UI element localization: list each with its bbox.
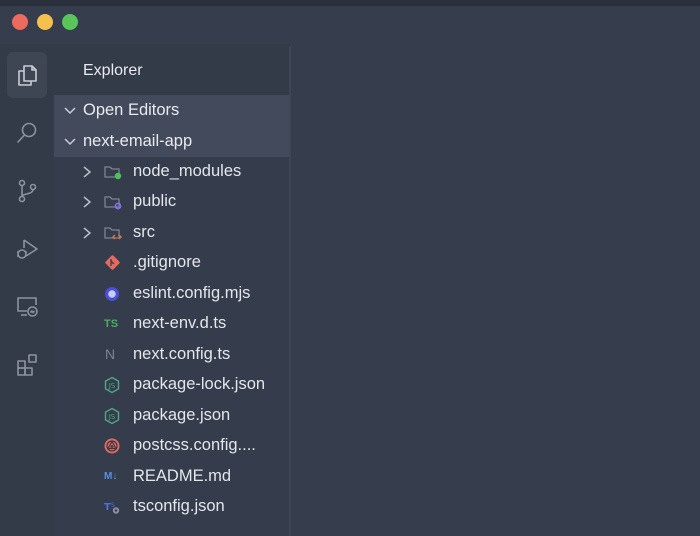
svg-text:S: S: [111, 502, 115, 509]
source-control-icon: [18, 179, 37, 203]
explorer-sidebar: Explorer Open Editors next-email-app: [54, 44, 291, 536]
tree-item-name: README.md: [133, 467, 232, 485]
tsconfig-icon: T S: [104, 502, 120, 514]
tree-item-name: next-env.d.ts: [133, 314, 227, 332]
next-icon: N: [105, 346, 116, 362]
tree-item-folder[interactable]: public: [54, 187, 291, 217]
folder-node-icon: [104, 166, 122, 180]
tree-item-name: next.config.ts: [133, 345, 231, 363]
close-window-button[interactable]: [12, 14, 28, 30]
remote-explorer-icon: [17, 297, 38, 317]
section-project-root[interactable]: next-email-app: [54, 126, 291, 157]
activity-extensions[interactable]: [7, 342, 47, 388]
section-open-editors[interactable]: Open Editors: [54, 95, 291, 126]
tree-item-name: tsconfig.json: [133, 497, 225, 515]
markdown-icon: M↓: [104, 471, 118, 482]
run-debug-icon: [17, 239, 38, 259]
tree-item-folder[interactable]: src: [54, 218, 291, 248]
activity-bar: [0, 44, 54, 536]
svg-text:T: T: [104, 502, 111, 513]
activity-search[interactable]: [7, 110, 47, 156]
tree-item-file[interactable]: JS package.json: [54, 401, 291, 431]
activity-source-control[interactable]: [7, 168, 47, 214]
tree-item-name: node_modules: [133, 162, 242, 180]
nodejs-icon: JS: [104, 376, 120, 394]
sidebar-resize-handle[interactable]: [289, 46, 291, 536]
tree-item-file[interactable]: N next.config.ts: [54, 340, 291, 370]
activity-explorer[interactable]: [7, 52, 47, 98]
section-label: Open Editors: [83, 101, 180, 119]
extensions-icon: [17, 354, 37, 376]
tree-item-file[interactable]: .gitignore: [54, 248, 291, 278]
svg-text:JS: JS: [108, 413, 116, 421]
sidebar-title: Explorer: [83, 62, 143, 79]
editor-area[interactable]: [291, 44, 700, 536]
sidebar-header: Explorer: [54, 44, 291, 95]
traffic-lights: [12, 14, 78, 30]
tree-item-file[interactable]: M↓ README.md: [54, 462, 291, 492]
tree-item-name: postcss.config....: [133, 436, 256, 454]
tree-item-folder[interactable]: node_modules: [54, 157, 291, 187]
chevron-right-icon: [83, 166, 92, 178]
minimize-window-button[interactable]: [37, 14, 53, 30]
tree-item-name: package.json: [133, 406, 231, 424]
tree-item-name: eslint.config.mjs: [133, 284, 251, 302]
activity-run-debug[interactable]: [7, 226, 47, 272]
eslint-icon: [105, 287, 119, 301]
window-top-edge: [0, 0, 700, 6]
maximize-window-button[interactable]: [62, 14, 78, 30]
tree-item-file[interactable]: postcss.config....: [54, 431, 291, 461]
tree-item-file[interactable]: JS package-lock.json: [54, 370, 291, 400]
chevron-right-icon: [83, 227, 92, 239]
tree-item-file[interactable]: T S tsconfig.json: [54, 492, 291, 522]
chevron-right-icon: [83, 196, 92, 208]
folder-public-icon: [104, 196, 122, 210]
tree-item-name: .gitignore: [133, 253, 201, 271]
section-label: next-email-app: [83, 132, 193, 150]
chevron-down-icon: [64, 107, 76, 115]
tree-item-name: src: [133, 223, 155, 241]
files-icon: [18, 65, 37, 86]
typescript-icon: TS: [104, 318, 119, 330]
activity-remote-explorer[interactable]: [7, 284, 47, 330]
chevron-down-icon: [64, 138, 76, 146]
search-icon: [17, 122, 37, 143]
tree-item-name: public: [133, 192, 177, 210]
nodejs-icon: JS: [104, 407, 120, 425]
tree-item-name: package-lock.json: [133, 375, 266, 393]
folder-src-icon: [104, 227, 123, 240]
postcss-icon: [104, 438, 120, 454]
tree-item-file[interactable]: TS next-env.d.ts: [54, 309, 291, 339]
git-icon: [105, 255, 120, 270]
tree-item-file[interactable]: eslint.config.mjs: [54, 279, 291, 309]
svg-text:JS: JS: [108, 382, 116, 390]
